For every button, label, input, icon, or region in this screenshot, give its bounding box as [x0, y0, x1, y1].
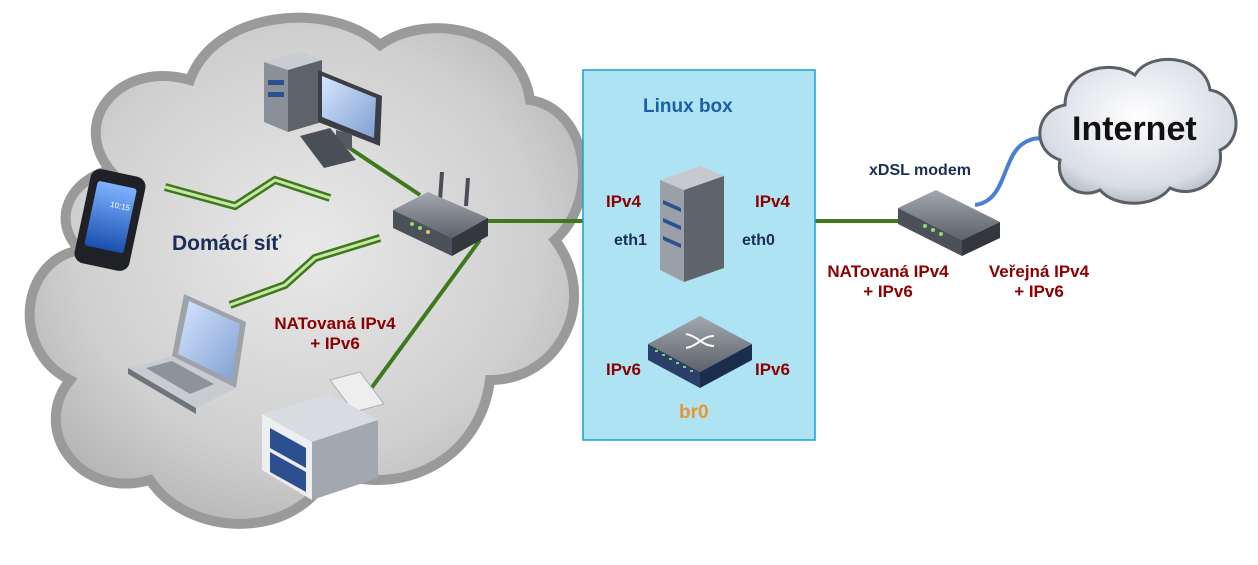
home-ipv6-note: + IPv6	[310, 333, 360, 353]
bridge-label: br0	[679, 402, 709, 423]
wan-internal-addressing: NATovaná IPv4 + IPv6	[818, 262, 958, 301]
printer-icon	[262, 371, 385, 500]
modem-label: xDSL modem	[869, 162, 971, 179]
linux-box-title: Linux box	[643, 96, 733, 117]
home-network-addressing: NATovaná IPv4 + IPv6	[265, 314, 405, 353]
modem-icon	[898, 190, 1000, 256]
link-desktop-router	[343, 143, 422, 197]
wan-public-addressing: Veřejná IPv4 + IPv6	[976, 262, 1102, 301]
eth1-label: eth1	[614, 232, 647, 249]
cloud-icon	[1038, 58, 1238, 205]
router-icon	[393, 171, 488, 256]
link-router-printer	[368, 238, 482, 392]
home-ipv4-note: NATovaná IPv4	[274, 314, 396, 333]
phone-clock: 10:15	[109, 200, 131, 213]
desktop-computer-icon	[264, 52, 382, 168]
network-switch-icon	[648, 316, 752, 388]
smartphone-icon: 10:15	[74, 169, 146, 271]
wan-internal-ipv6-note: + IPv6	[863, 281, 913, 301]
bridge-right-ipv6-label: IPv6	[755, 360, 790, 379]
eth0-label: eth0	[742, 232, 775, 249]
bridge-left-ipv6-label: IPv6	[606, 360, 641, 379]
eth1-ipv4-label: IPv4	[606, 192, 641, 211]
wan-public-ipv4-note: Veřejná IPv4	[988, 262, 1090, 281]
internet-label: Internet	[1072, 110, 1197, 148]
home-network-label: Domácí síť	[172, 232, 282, 255]
eth0-ipv4-label: IPv4	[755, 192, 790, 211]
wan-internal-ipv4-note: NATovaná IPv4	[827, 262, 949, 281]
wan-public-ipv6-note: + IPv6	[1014, 281, 1064, 301]
server-icon	[660, 166, 724, 282]
laptop-icon	[128, 294, 246, 414]
